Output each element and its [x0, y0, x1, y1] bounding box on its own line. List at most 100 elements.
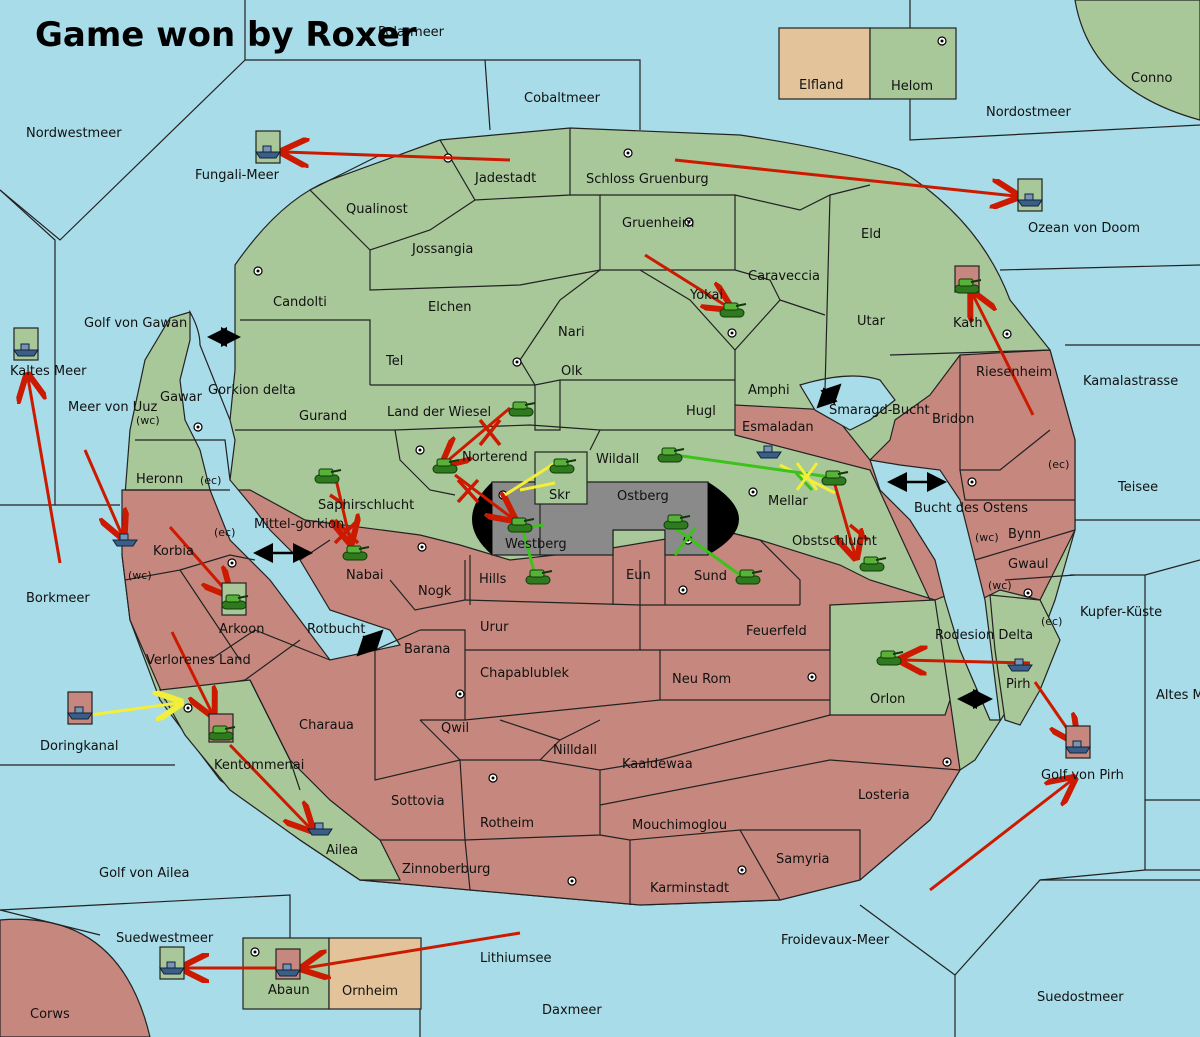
svg-text:(wc): (wc) [988, 579, 1012, 592]
label-karminstadt: Karminstadt [650, 881, 729, 896]
label-kentommenai: Kentommenai [214, 758, 304, 773]
army-icon [663, 514, 691, 530]
label-polarmeer-fragment: Polarmeer [378, 25, 445, 40]
label-nari: Nari [558, 325, 585, 340]
label-mittel: Mittel-gorkion [254, 517, 344, 532]
svg-text:(ec): (ec) [214, 526, 235, 539]
label-esmaladan: Esmaladan [742, 420, 814, 435]
label-gwaul: Gwaul [1008, 557, 1049, 572]
label-hills: Hills [479, 572, 507, 587]
label-gawar: Gawar [160, 390, 203, 405]
army-icon [342, 545, 370, 561]
label-meer-uuz: Meer von Uuz [68, 400, 157, 415]
label-zinnoberburg: Zinnoberburg [402, 862, 490, 877]
label-barana: Barana [404, 642, 450, 657]
svg-text:(ec): (ec) [200, 474, 221, 487]
army-icon [507, 517, 535, 533]
label-utar: Utar [857, 314, 886, 329]
label-hugl: Hugl [686, 404, 716, 419]
label-korbia: Korbia [153, 544, 194, 559]
label-yokai: Yokai [689, 288, 723, 303]
label-cobaltmeer: Cobaltmeer [524, 91, 601, 106]
label-doringkanal: Doringkanal [40, 739, 119, 754]
label-conno: Conno [1131, 71, 1173, 86]
label-pirh: Pirh [1006, 677, 1031, 692]
label-feuerfeld: Feuerfeld [746, 624, 807, 639]
label-riesenheim: Riesenheim [976, 365, 1052, 380]
province-labels: Polarmeer Nordwestmeer Cobaltmeer Nordos… [10, 25, 1200, 1022]
label-suedwestmeer: Suedwestmeer [116, 931, 214, 946]
units [13, 130, 1091, 980]
label-land-wiesel: Land der Wiesel [387, 405, 491, 420]
army-icon [735, 569, 763, 585]
label-wildall: Wildall [596, 452, 639, 467]
coast-tags: (wc) (ec) (ec) (wc) (ec) (wc) (wc) (ec) [128, 414, 1069, 628]
label-kaltes: Kaltes Meer [10, 364, 87, 379]
label-norterend: Norterend [462, 450, 528, 465]
label-lithiumsee: Lithiumsee [480, 951, 551, 966]
page-title: Game won by Roxer [35, 15, 417, 55]
label-altes: Altes Meer [1156, 688, 1200, 703]
label-corws: Corws [30, 1007, 70, 1022]
label-nabai: Nabai [346, 568, 384, 583]
label-verlorenes: Verlorenes Land [146, 653, 251, 668]
label-smaragd: Smaragd-Bucht [829, 403, 930, 418]
province-corws[interactable] [0, 918, 151, 1037]
army-icon [954, 278, 982, 294]
army-icon [432, 458, 460, 474]
label-froidevaux: Froidevaux-Meer [781, 933, 890, 948]
label-nordwestmeer: Nordwestmeer [26, 126, 122, 141]
centre-east-cap [708, 482, 739, 555]
svg-text:(wc): (wc) [975, 531, 999, 544]
label-orlon: Orlon [870, 692, 905, 707]
label-gurand: Gurand [299, 409, 347, 424]
label-golf-ailea: Golf von Ailea [99, 866, 189, 881]
svg-text:(wc): (wc) [136, 414, 160, 427]
label-schloss: Schloss Gruenburg [586, 172, 709, 187]
army-icon [314, 468, 342, 484]
label-arkoon: Arkoon [219, 622, 264, 637]
label-nogk: Nogk [418, 584, 452, 599]
label-kaaldewaa: Kaaldewaa [622, 757, 693, 772]
label-caraveccia: Caraveccia [748, 269, 820, 284]
svg-text:(wc): (wc) [128, 569, 152, 582]
label-elchen: Elchen [428, 300, 471, 315]
province-elfland[interactable] [778, 27, 871, 100]
label-sund: Sund [694, 569, 727, 584]
army-icon [208, 725, 236, 741]
label-golf-pirh: Golf von Pirh [1041, 768, 1124, 783]
label-heronn: Heronn [136, 472, 183, 487]
label-eld: Eld [861, 227, 881, 242]
label-urur: Urur [480, 620, 509, 635]
label-rotbucht: Rotbucht [307, 622, 365, 637]
channel-gorkion [179, 309, 401, 661]
label-jadestadt: Jadestadt [474, 171, 536, 186]
label-eun: Eun [626, 568, 651, 583]
label-nilldall: Nilldall [553, 743, 597, 758]
army-icon [525, 569, 553, 585]
label-fungali: Fungali-Meer [195, 168, 280, 183]
label-chapablublek: Chapablublek [480, 666, 569, 681]
label-ailea: Ailea [326, 843, 358, 858]
label-qualinost: Qualinost [346, 202, 408, 217]
label-neu-rom: Neu Rom [672, 672, 731, 687]
army-icon [719, 302, 747, 318]
label-bynn: Bynn [1008, 527, 1041, 542]
label-teisee: Teisee [1117, 480, 1158, 495]
army-icon [657, 447, 685, 463]
label-jossangia: Jossangia [411, 242, 473, 257]
label-suedostmeer: Suedostmeer [1037, 990, 1124, 1005]
label-nordostmeer: Nordostmeer [986, 105, 1072, 120]
label-gruenheim: Gruenheim [622, 216, 694, 231]
label-kupfer: Kupfer-Küste [1080, 605, 1162, 620]
army-icon [221, 594, 249, 610]
label-ozean: Ozean von Doom [1028, 221, 1140, 236]
army-icon [859, 556, 887, 572]
army-icon [821, 470, 849, 486]
label-kamalastrasse: Kamalastrasse [1083, 374, 1178, 389]
label-qwil: Qwil [441, 721, 469, 736]
svg-text:(ec): (ec) [1041, 615, 1062, 628]
label-abaun: Abaun [268, 983, 310, 998]
label-amphi: Amphi [748, 383, 790, 398]
